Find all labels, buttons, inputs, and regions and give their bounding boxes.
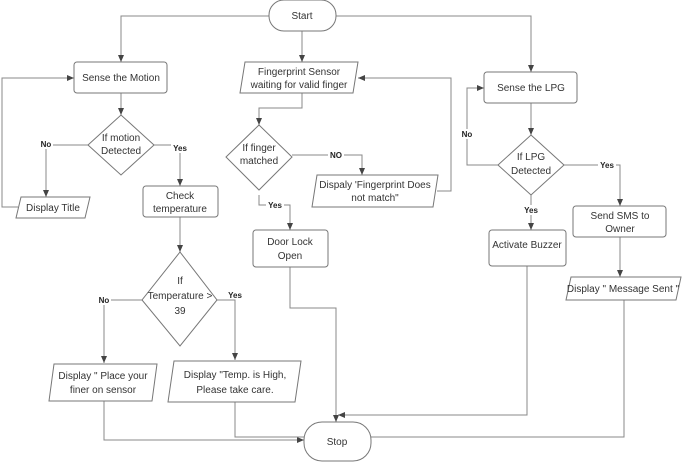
svg-text:Owner: Owner (605, 224, 635, 235)
label-temp-no: No (99, 296, 110, 305)
svg-text:temperature: temperature (153, 204, 207, 215)
svg-text:Check: Check (166, 191, 195, 202)
edge-start-motion (118, 15, 269, 62)
finger-decision-node: If finger matched (225, 124, 293, 191)
svg-text:matched: matched (240, 156, 278, 167)
edge-labels: No Yes No Yes NO Yes No Yes Yes (39, 129, 616, 305)
display-message-sent-node: Display " Message Sent " (565, 276, 682, 301)
svg-text:If finger: If finger (242, 143, 276, 154)
display-place-finger-node: Display " Place your finer on sensor (48, 363, 158, 402)
svg-text:Door Lock: Door Lock (267, 237, 314, 248)
svg-text:Display " Place your: Display " Place your (58, 371, 148, 382)
edge-lpg-no (466, 85, 498, 166)
edge-temp-yes (216, 299, 238, 360)
svg-text:not match": not match" (351, 193, 399, 204)
door-lock-open-node: Door Lock Open (252, 229, 329, 268)
edge-start-lpg (336, 15, 534, 72)
edge-place-stop (103, 401, 304, 443)
svg-text:Start: Start (291, 11, 312, 22)
edge-motion-no (43, 144, 88, 197)
svg-text:39: 39 (174, 306, 186, 317)
svg-text:If motion: If motion (102, 133, 140, 144)
display-title-node: Display Title (15, 196, 91, 219)
svg-text:Fingerprint Sensor: Fingerprint Sensor (258, 67, 341, 78)
activate-buzzer-node: Activate Buzzer (488, 229, 567, 267)
edge-title-loop (1, 75, 74, 208)
svg-text:Detected: Detected (101, 146, 141, 157)
edge-nomatch-loop (358, 75, 452, 192)
label-temp-yes: Yes (228, 291, 242, 300)
label-finger-yes: Yes (268, 201, 282, 210)
fingerprint-sensor-node: Fingerprint Sensor waiting for valid fin… (239, 61, 359, 94)
label-finger-no: NO (330, 151, 342, 160)
svg-text:Open: Open (278, 251, 302, 262)
edge-fp-decision (256, 93, 303, 125)
svg-text:Sense the Motion: Sense the Motion (82, 73, 160, 84)
label-lpg-no: No (462, 130, 473, 139)
check-temperature-node: Check temperature (142, 185, 219, 218)
display-fingerprint-no-match-node: Dispaly 'Fingerprint Does not match" (311, 174, 439, 208)
svg-text:Display Title: Display Title (26, 203, 80, 214)
edge-door-stop (289, 267, 339, 422)
edge-msg-stop (339, 300, 625, 440)
svg-text:Detected: Detected (511, 166, 551, 177)
svg-text:Stop: Stop (327, 437, 348, 448)
svg-text:If LPG: If LPG (517, 152, 546, 163)
svg-text:Temperature >: Temperature > (148, 291, 213, 302)
temperature-decision-node: If Temperature > 39 (141, 251, 218, 347)
svg-text:Display "Temp. is High,: Display "Temp. is High, (184, 370, 286, 381)
edge-temp-no (101, 299, 142, 363)
svg-text:Display " Message Sent ": Display " Message Sent " (567, 284, 680, 295)
svg-text:Sense the LPG: Sense the LPG (497, 83, 565, 94)
svg-text:Send SMS to: Send SMS to (591, 211, 650, 222)
label-lpg-yes-right: Yes (600, 161, 614, 170)
stop-node: Stop (303, 421, 372, 462)
label-motion-yes: Yes (173, 144, 187, 153)
send-sms-node: Send SMS to Owner (572, 205, 667, 238)
svg-text:If: If (177, 276, 183, 287)
edge-buzzer-stop (338, 266, 528, 418)
start-node: Start (268, 0, 337, 32)
sense-lpg-node: Sense the LPG (483, 71, 578, 104)
svg-text:Please take care.: Please take care. (196, 385, 273, 396)
lpg-decision-node: If LPG Detected (497, 134, 565, 196)
svg-text:waiting for valid finger: waiting for valid finger (250, 80, 348, 91)
svg-text:finer on sensor: finer on sensor (70, 385, 137, 396)
svg-text:Activate Buzzer: Activate Buzzer (492, 240, 562, 251)
motion-decision-node: If motion Detected (87, 114, 155, 176)
edge-lpg-yes-right (564, 164, 623, 206)
display-temp-high-node: Display "Temp. is High, Please take care… (167, 360, 302, 403)
svg-text:Dispaly 'Fingerprint Does: Dispaly 'Fingerprint Does (319, 180, 430, 191)
label-motion-no: No (41, 140, 52, 149)
edge-finger-no (292, 154, 365, 175)
label-lpg-yes-down: Yes (524, 206, 538, 215)
sense-motion-node: Sense the Motion (73, 61, 168, 94)
